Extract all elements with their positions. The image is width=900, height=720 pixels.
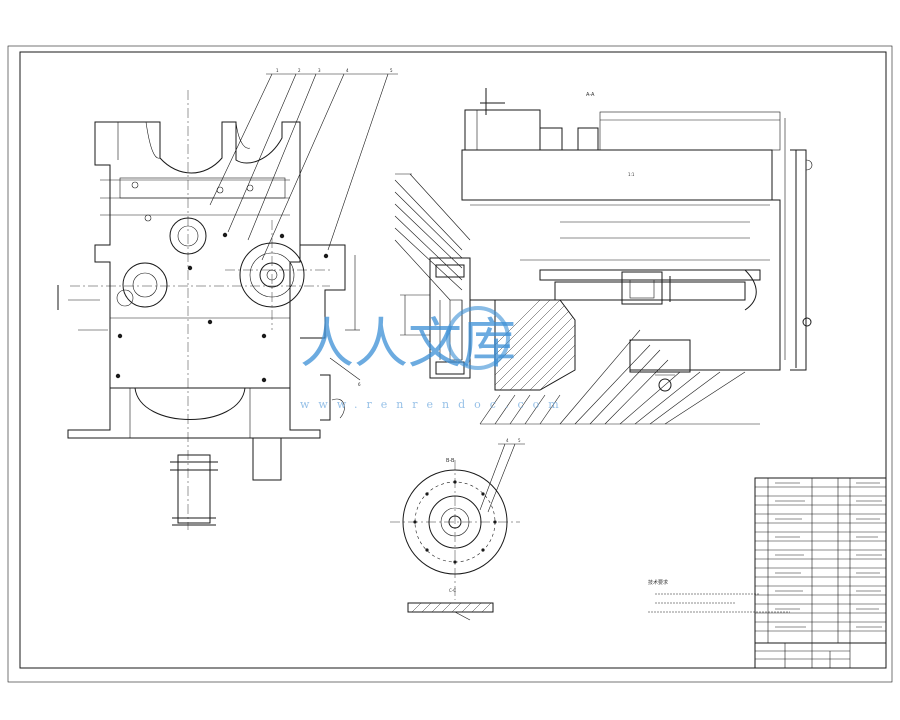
tech-notes-title: 技术要求 [648, 579, 668, 586]
title-block [754, 642, 887, 669]
section-label-a-a: A-A [586, 92, 595, 98]
svg-text:5: 5 [390, 68, 393, 73]
watermark-url: www.renrendoc.com [300, 398, 568, 411]
svg-text:5: 5 [518, 438, 521, 443]
watermark: 人人文库 www.renrendoc.com [300, 306, 568, 411]
svg-text:4: 4 [506, 438, 509, 443]
svg-text:4: 4 [346, 68, 349, 73]
svg-text:3: 3 [318, 68, 321, 73]
section-view-a-a: A-A 1:1 [394, 88, 813, 425]
technical-notes: 技术要求 [648, 579, 790, 613]
sheet-border [7, 45, 893, 683]
front-view: 1 2 3 4 5 6 [57, 68, 398, 530]
watermark-text: 人人文库 [300, 312, 516, 375]
svg-text:2: 2 [298, 68, 301, 73]
section-label-b-b: B-B [446, 458, 455, 464]
section-view-b-b: B-B 4 5 C-C [390, 438, 525, 621]
parts-list-table [754, 477, 887, 644]
svg-text:1: 1 [276, 68, 279, 73]
svg-text:6: 6 [358, 382, 361, 387]
svg-text:1:1: 1:1 [628, 172, 635, 177]
section-label-c-c: C-C [449, 588, 456, 593]
